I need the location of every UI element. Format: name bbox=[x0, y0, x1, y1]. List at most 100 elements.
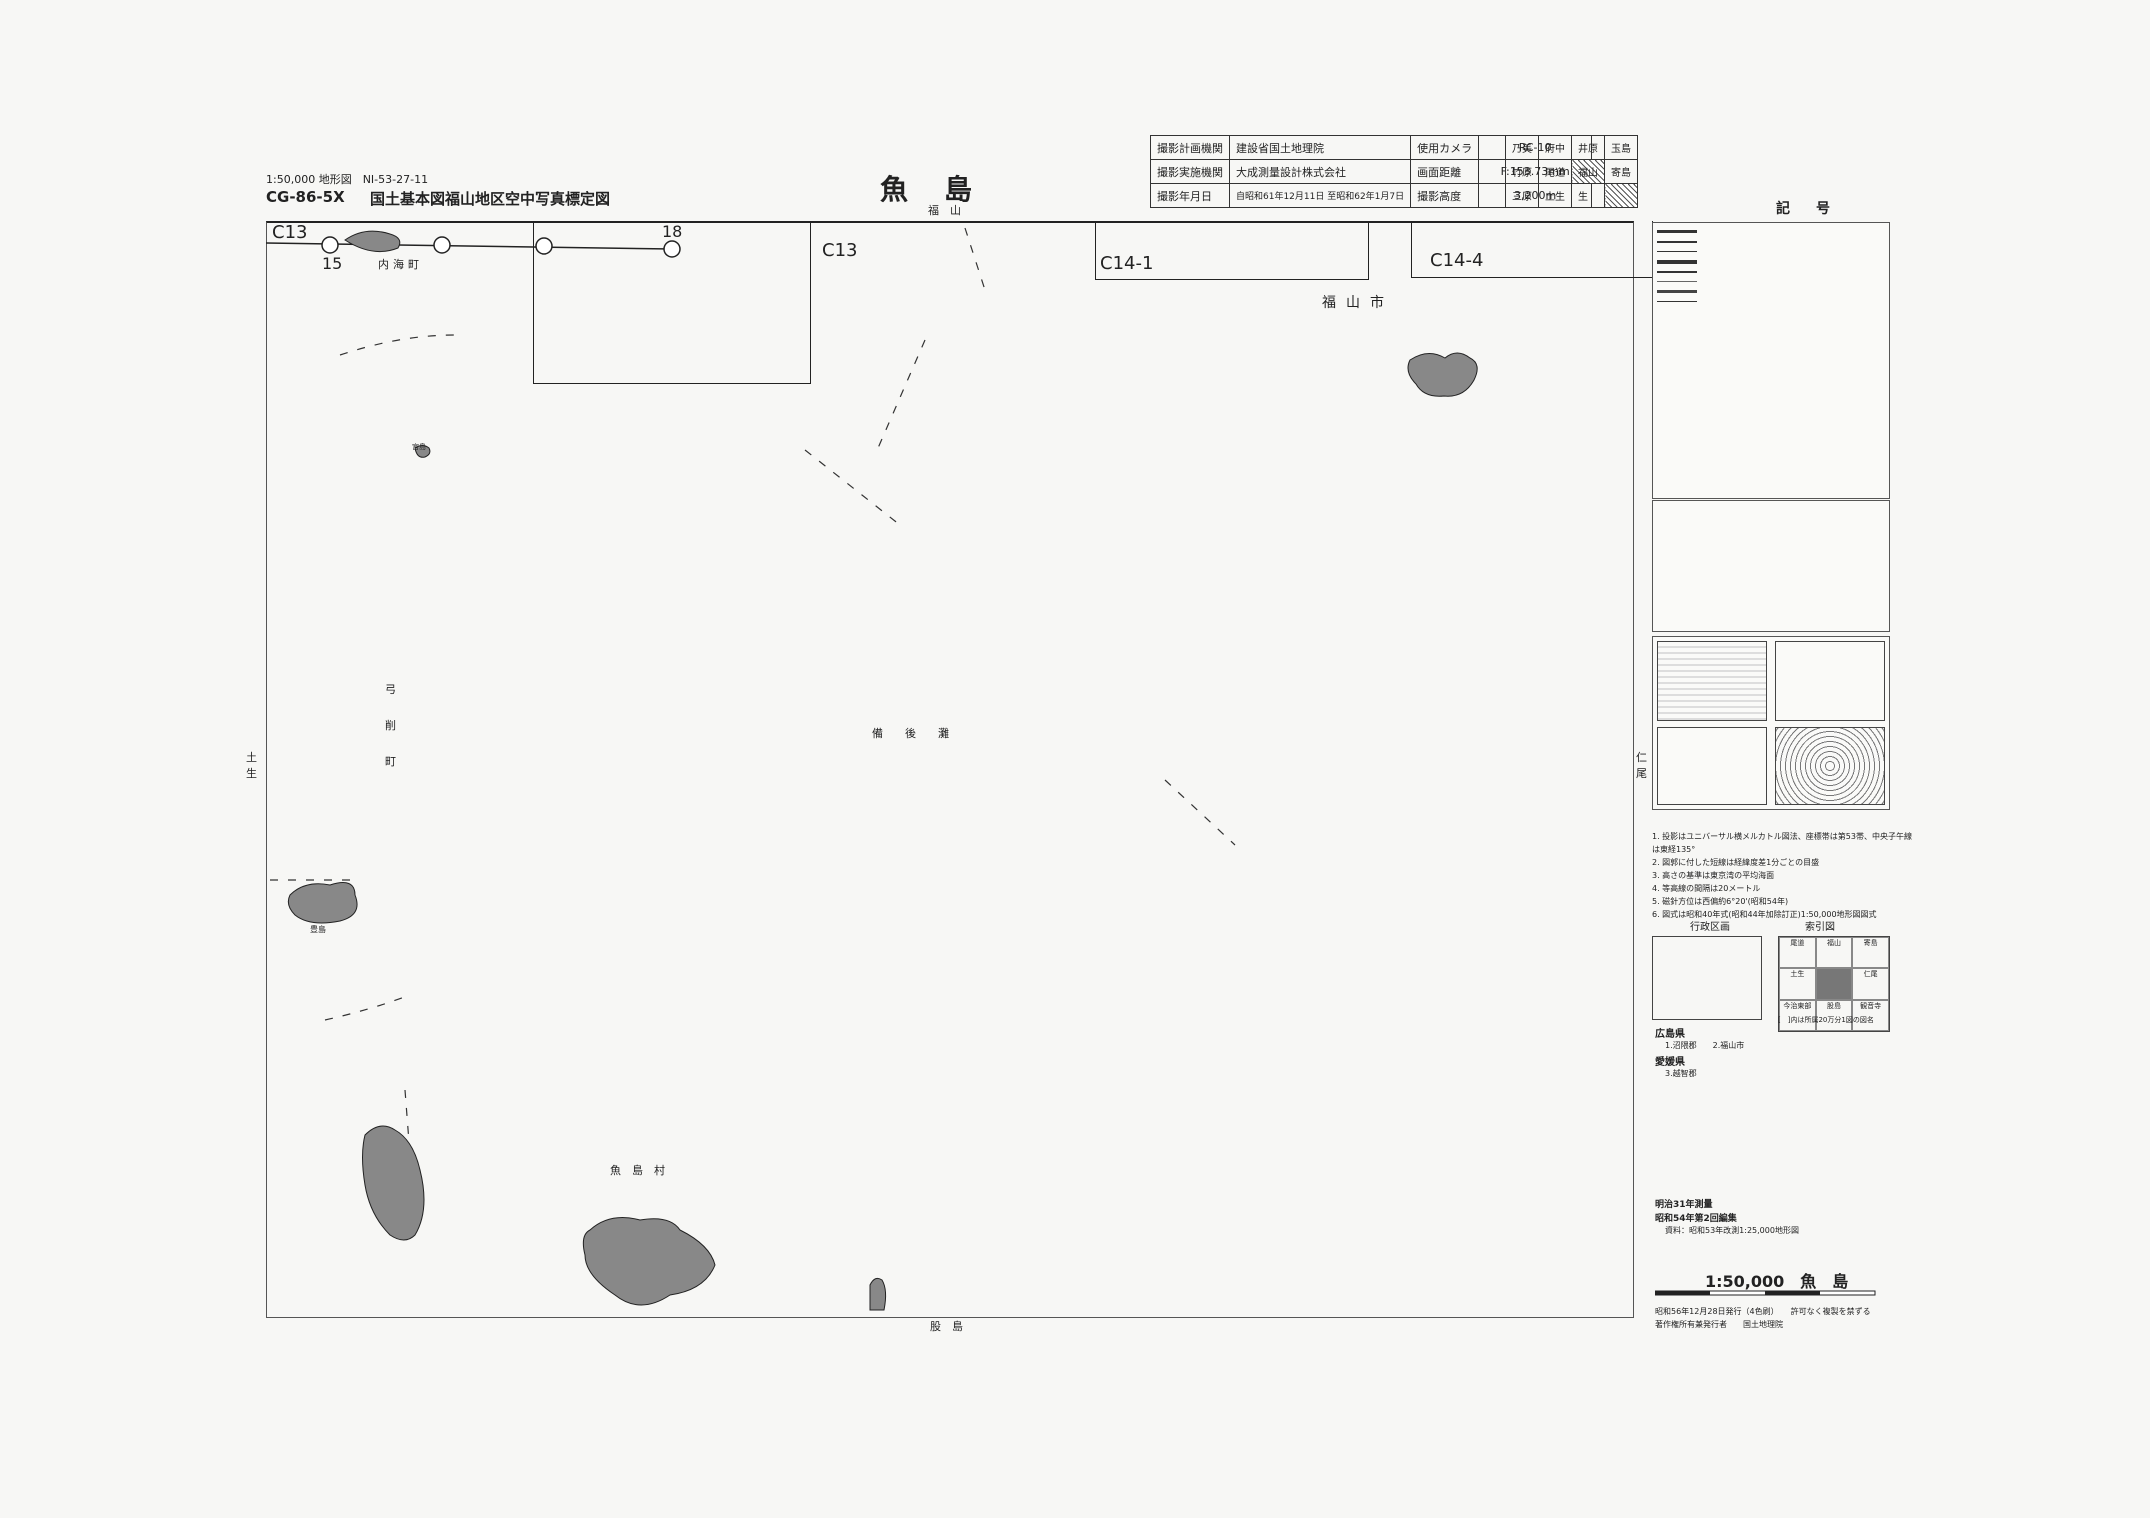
adjacent-sheet: 寄島 bbox=[1604, 159, 1638, 184]
note: 2. 図郭に付した短線は経緯度差1分ごとの目盛 bbox=[1652, 858, 1820, 867]
photo-center bbox=[433, 236, 451, 254]
issue-note: 昭和56年12月28日発行（4色刷） 許可なく複製を禁ずる bbox=[1655, 1307, 1871, 1316]
sample-map-legend bbox=[1652, 636, 1890, 810]
path-symbol bbox=[1657, 301, 1697, 302]
index-cell: 寄島 bbox=[1852, 937, 1889, 969]
index-cell: 福山 bbox=[1815, 937, 1853, 969]
boundary-line bbox=[804, 449, 901, 526]
index-diagram: 尾道 福山 寄島 土生 仁尾 今治東部 股島 観音寺 bbox=[1778, 936, 1890, 1032]
island-south-west bbox=[362, 1125, 425, 1241]
road-symbol bbox=[1657, 230, 1697, 233]
adjacent-sheet: 府中 bbox=[1538, 135, 1572, 160]
photo-coverage-box-c14-1 bbox=[1095, 221, 1369, 280]
scale-bar bbox=[1655, 1290, 1876, 1296]
sheet-subtitle: 国土基本図福山地区空中写真標定図 bbox=[370, 190, 611, 208]
admin-diagram-title: 行政区画 bbox=[1690, 922, 1730, 933]
prefecture-label: 広島県 bbox=[1655, 1029, 1685, 1040]
index-cell: 仁尾 bbox=[1852, 968, 1889, 1000]
sample-terrain-map bbox=[1775, 641, 1885, 721]
west-adjacent-label: 土 生 bbox=[246, 751, 257, 780]
island-label: 豊島 bbox=[310, 925, 326, 934]
publisher-note: 著作権所有兼発行者 国土地理院 bbox=[1655, 1320, 1783, 1329]
index-cell-current bbox=[1815, 968, 1853, 1000]
island-label: 宮島 bbox=[412, 443, 426, 451]
island-fukuyama bbox=[1407, 352, 1478, 397]
place-bingo-nada: 備 後 灘 bbox=[872, 727, 949, 740]
adjacent-sheet: 乃美 bbox=[1505, 135, 1539, 160]
admin-diagram bbox=[1652, 936, 1762, 1020]
adjacent-sheet: 玉島 bbox=[1604, 135, 1638, 160]
adjacent-sheet-current: 福山 bbox=[1571, 159, 1605, 184]
survey-note: 資料：昭和53年改測1:25,000地形図 bbox=[1665, 1226, 1799, 1235]
island-uoshima bbox=[582, 1217, 716, 1306]
adjacent-sheet bbox=[1604, 183, 1638, 208]
sheet-code: CG-86-5X bbox=[266, 188, 345, 206]
prefecture-label: 愛媛県 bbox=[1655, 1057, 1685, 1068]
info-key: 使用カメラ bbox=[1410, 135, 1480, 160]
adjacent-sheets: 乃美 府中 井原 玉島 竹原 尾道 福山 寄島 三原 土生 生 bbox=[1505, 135, 1638, 208]
strip-label-c14-1: C14-1 bbox=[1100, 253, 1154, 274]
island-small bbox=[414, 445, 431, 458]
sample-town-map bbox=[1657, 641, 1767, 721]
legend-title: 記 号 bbox=[1776, 201, 1836, 217]
index-cell: 今治東部 bbox=[1779, 999, 1816, 1031]
note: 3. 高さの基準は東京湾の平均海面 bbox=[1652, 871, 1775, 880]
index-diagram-title: 索引図 bbox=[1805, 922, 1835, 933]
landuse-legend bbox=[1652, 500, 1890, 632]
photo-center bbox=[535, 237, 553, 255]
legend-notes: 1. 投影はユニバーサル横メルカトル図法、座標帯は第53帯、中央子午線は東経13… bbox=[1652, 830, 1912, 921]
index-note: [ ]内は所属20万分1図の図名 bbox=[1778, 1016, 1874, 1024]
east-adjacent-label: 仁 尾 bbox=[1636, 751, 1647, 780]
index-cell: 股島 bbox=[1815, 999, 1853, 1031]
note: 5. 磁針方位は西偏約6°20'(昭和54年) bbox=[1652, 897, 1789, 906]
info-value: 自昭和61年12月11日 至昭和62年1月7日 bbox=[1228, 183, 1412, 208]
info-key: 撮影年月日 bbox=[1150, 183, 1230, 208]
road-symbol bbox=[1657, 251, 1697, 252]
info-key: 画面距離 bbox=[1410, 159, 1480, 184]
note: 6. 図式は昭和40年式(昭和44年加除訂正)1:50,000地形図図式 bbox=[1652, 910, 1877, 919]
place-fukuyama-city: 福山市 bbox=[1322, 295, 1394, 311]
boundary-line bbox=[964, 227, 986, 291]
boundary-symbol bbox=[1657, 281, 1697, 282]
info-key: 撮影高度 bbox=[1410, 183, 1480, 208]
island-top-left bbox=[344, 230, 401, 253]
sample-coast-map bbox=[1657, 727, 1767, 805]
boundary-line bbox=[874, 339, 926, 456]
boundary-line bbox=[324, 994, 411, 1021]
boundary-line bbox=[1164, 779, 1236, 846]
strip-label-c14-4: C14-4 bbox=[1430, 250, 1484, 271]
south-adjacent-label: 股 島 bbox=[930, 1320, 963, 1333]
island-south-small bbox=[869, 1277, 887, 1311]
map-frame bbox=[266, 221, 1634, 1318]
adjacent-sheet: 三原 bbox=[1505, 183, 1539, 208]
north-label: 福 山 bbox=[928, 204, 961, 217]
info-value: 大成測量設計株式会社 bbox=[1228, 159, 1412, 184]
prefecture-items: 1.沼隈郡 2.福山市 bbox=[1665, 1041, 1745, 1050]
survey-note: 昭和54年第2回編集 bbox=[1655, 1214, 1737, 1224]
road-symbol bbox=[1657, 240, 1697, 243]
railway-symbol bbox=[1657, 270, 1697, 273]
index-cell: 土生 bbox=[1779, 968, 1816, 1000]
scale-code: 1:50,000 地形図 NI-53-27-11 bbox=[266, 173, 429, 186]
legend-symbols bbox=[1652, 222, 1890, 499]
adjacent-sheet: 竹原 bbox=[1505, 159, 1539, 184]
sample-contour-map bbox=[1775, 727, 1885, 805]
note: 4. 等高線の間隔は20メートル bbox=[1652, 884, 1761, 893]
note: 1. 投影はユニバーサル横メルカトル図法、座標帯は第53帯、中央子午線は東経13… bbox=[1652, 832, 1912, 854]
photo-coverage-box-c13 bbox=[533, 221, 811, 384]
scale-title: 1:50,000 魚 島 bbox=[1705, 1272, 1849, 1291]
road-symbol bbox=[1657, 290, 1697, 293]
prefecture-items: 3.越智郡 bbox=[1665, 1069, 1697, 1078]
sheet-title: 魚 島 bbox=[880, 173, 977, 206]
island-west bbox=[287, 882, 358, 924]
adjacent-sheet: 土生 bbox=[1538, 183, 1572, 208]
photo-number-18: 18 bbox=[662, 222, 683, 241]
railway-symbol bbox=[1657, 259, 1697, 264]
place-yuge: 弓 削 町 bbox=[385, 683, 396, 768]
boundary-line bbox=[339, 334, 456, 356]
islands bbox=[287, 230, 1478, 1311]
strip-label-c13: C13 bbox=[272, 222, 308, 243]
place-uchiumi: 内海町 bbox=[378, 258, 423, 271]
survey-note: 明治31年測量 bbox=[1655, 1200, 1713, 1210]
